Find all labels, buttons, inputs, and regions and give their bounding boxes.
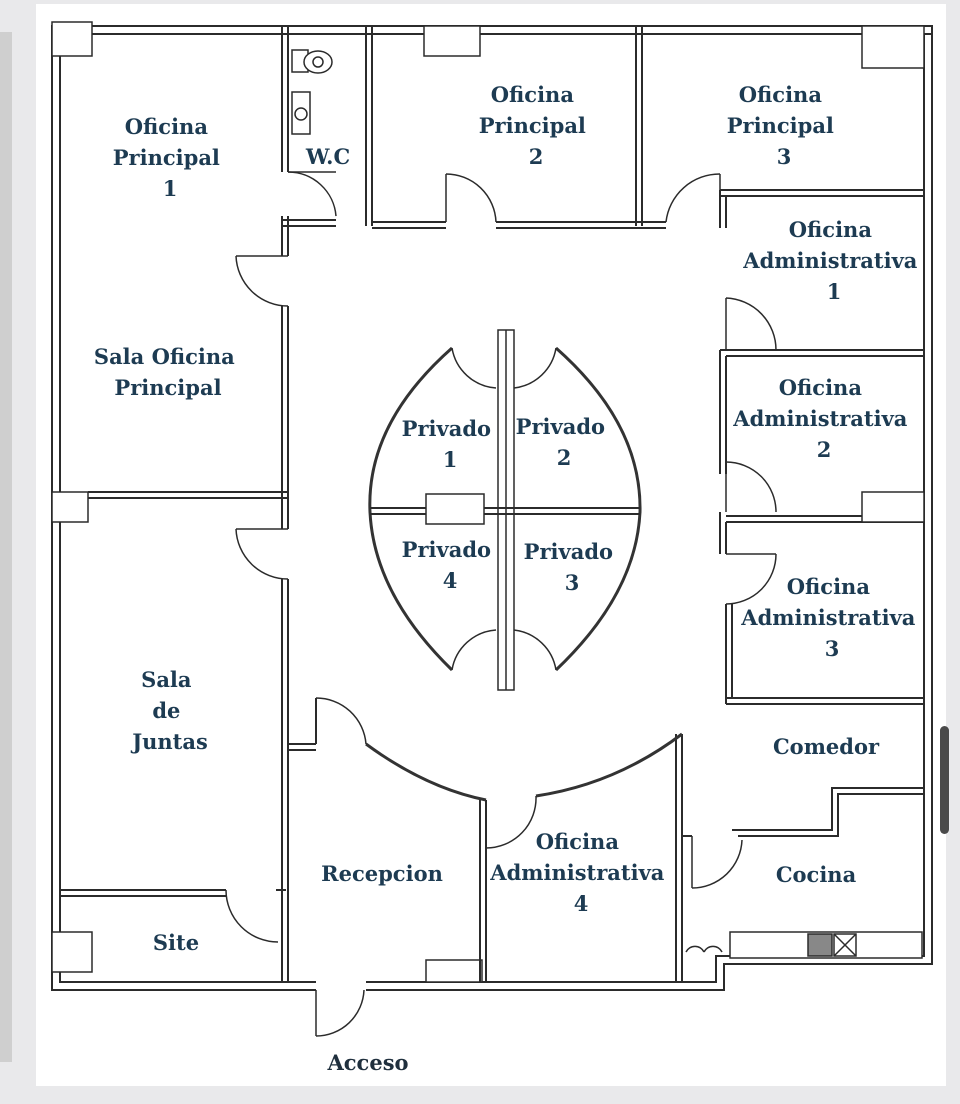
- vertical-scrollbar[interactable]: [940, 726, 949, 834]
- column-left-middle: [51, 491, 89, 523]
- room-label-oficina-principal-1: Oficina Principal 1: [113, 114, 227, 201]
- room-label-cocina: Cocina: [776, 862, 857, 887]
- room-label-comedor: Comedor: [773, 734, 880, 759]
- stove: [807, 933, 833, 957]
- fixtures: [291, 49, 923, 959]
- exterior-walls: [51, 21, 933, 991]
- column-right-middle: [861, 491, 925, 523]
- room-label-oficina-principal-2: Oficina Principal 2: [479, 82, 593, 169]
- curved-wall-right: [535, 732, 683, 798]
- room-label-wc: W.C: [305, 144, 350, 169]
- room-label-acceso: Acceso: [326, 1050, 408, 1075]
- room-label-sala-de-juntas: Sala de Juntas: [130, 667, 208, 754]
- floor-plan-sheet: Oficina Principal 1 W.C Oficina Principa…: [36, 4, 946, 1086]
- curved-wall-left: [365, 742, 487, 802]
- room-label-sala-oficina-principal: Sala Oficina Principal: [94, 344, 242, 400]
- window-box-top: [423, 25, 481, 57]
- room-label-oficina-administrativa-2: Oficina Administrativa 2: [732, 375, 914, 462]
- room-label-privado-1: Privado 1: [402, 416, 499, 472]
- corner-column-top-left: [51, 21, 93, 57]
- room-label-recepcion: Recepcion: [321, 861, 443, 886]
- privados-pod: [368, 329, 642, 691]
- room-label-oficina-administrativa-4: Oficina Administrativa 4: [489, 829, 671, 916]
- room-label-privado-2: Privado 2: [516, 414, 613, 470]
- corner-column-bottom-left: [51, 931, 93, 973]
- room-label-site: Site: [153, 930, 199, 955]
- privados-center-column: [425, 493, 485, 525]
- floor-plan: Oficina Principal 1 W.C Oficina Principa…: [51, 21, 933, 1075]
- room-label-privado-3: Privado 3: [524, 539, 621, 595]
- room-label-oficina-principal-3: Oficina Principal 3: [727, 82, 841, 169]
- room-label-privado-4: Privado 4: [402, 537, 499, 593]
- room-label-oficina-administrativa-1: Oficina Administrativa 1: [742, 217, 924, 304]
- corner-column-top-right: [861, 25, 925, 69]
- doors: [225, 171, 777, 1037]
- column-bottom-middle: [425, 959, 483, 983]
- left-edge-strip: [0, 32, 12, 1062]
- room-label-oficina-administrativa-3: Oficina Administrativa 3: [740, 574, 922, 661]
